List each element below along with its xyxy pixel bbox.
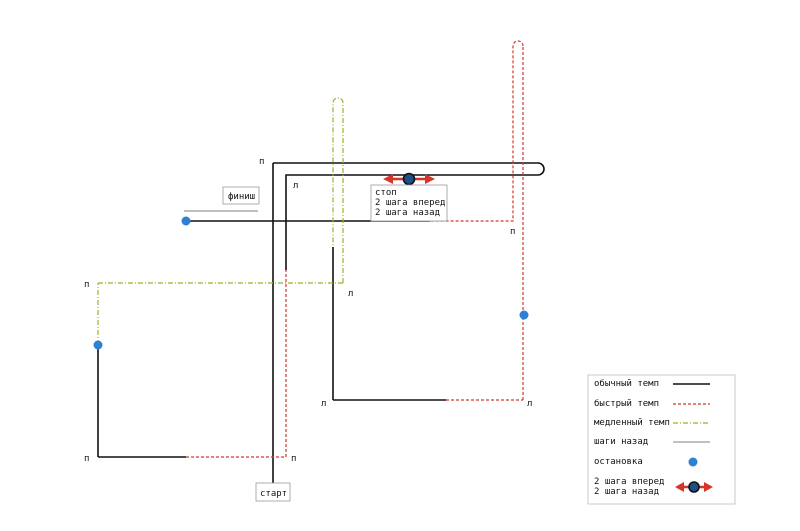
normal-segment: [273, 162, 545, 270]
turn-right-label: п: [84, 280, 89, 290]
double-arrow-icon: [383, 172, 435, 186]
start-label: старт: [260, 489, 287, 499]
stop-dot: [93, 340, 103, 350]
slow-segment: [332, 97, 344, 283]
stop-dot: [181, 216, 191, 226]
fast-segment: [430, 40, 524, 222]
legend: обычный темп быстрый темп медленный темп…: [587, 374, 736, 505]
legend-steps-label-line2: 2 шага назад: [594, 487, 659, 497]
legend-box: [587, 374, 736, 505]
turn-left-label: л: [293, 181, 298, 191]
legend-stop-label: остановка: [594, 457, 643, 467]
start-box: [255, 482, 291, 502]
slow-tempo-path: [97, 97, 344, 345]
stop-dot: [519, 310, 529, 320]
finish-label: финиш: [228, 192, 255, 202]
legend-normal-label: обычный темп: [594, 378, 659, 389]
stop-label-line2: 2 шага вперед: [375, 198, 445, 208]
stop-box: [370, 184, 448, 222]
stop-label-line1: стоп: [375, 188, 397, 198]
turn-right-label: п: [291, 454, 296, 464]
turn-right-label: п: [510, 227, 515, 237]
turn-right-label: п: [259, 157, 264, 167]
legend-fast-label: быстрый темп: [594, 398, 659, 409]
legend-stop-swatch: [688, 457, 698, 467]
finish-box: [222, 186, 260, 205]
legend-steps-label-line1: 2 шага вперед: [594, 477, 664, 487]
normal-tempo-path: [97, 162, 545, 483]
turn-left-label: л: [527, 399, 532, 409]
fast-tempo-path: [186, 40, 524, 458]
turn-left-label: л: [348, 289, 353, 299]
legend-slow-label: медленный темп: [594, 418, 670, 428]
legend-back-label: шаги назад: [594, 437, 648, 447]
turn-left-label: л: [321, 399, 326, 409]
turn-right-label: п: [84, 454, 89, 464]
stop-label-line3: 2 шага назад: [375, 208, 440, 218]
legend-double-arrow-icon: [675, 481, 713, 493]
